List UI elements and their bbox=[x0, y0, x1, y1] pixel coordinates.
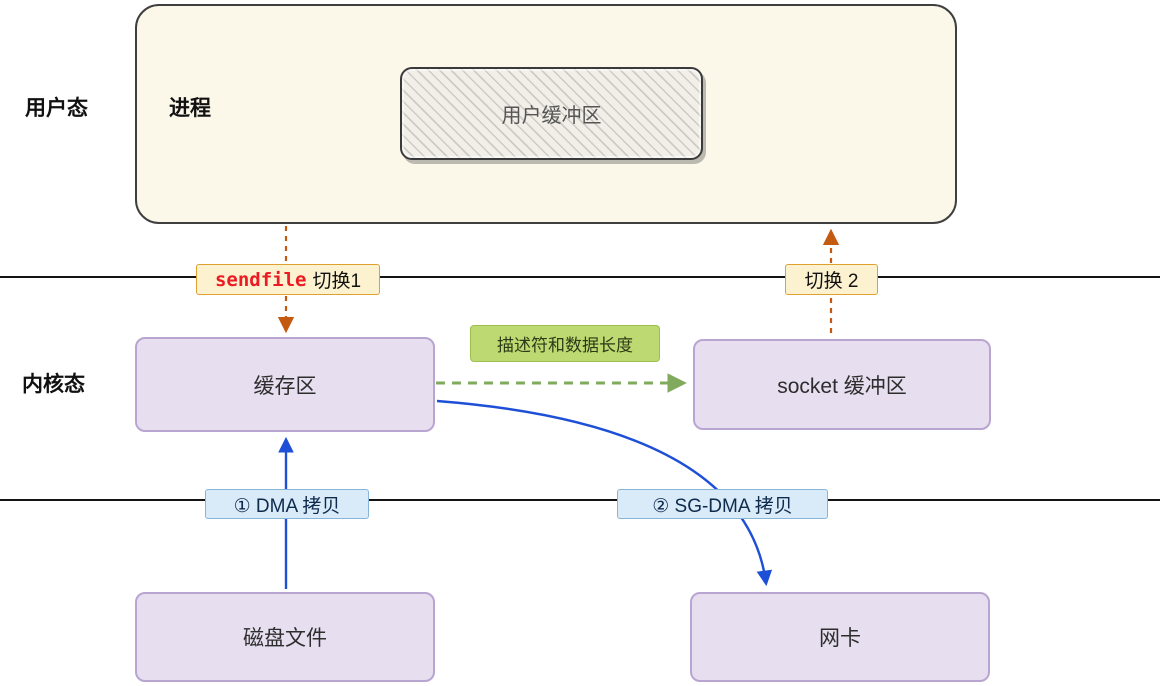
user-buffer-label: 用户缓冲区 bbox=[501, 105, 602, 127]
dma-copy-label: ① DMA 拷贝 bbox=[233, 495, 341, 517]
page-cache-box: 缓存区 bbox=[135, 337, 435, 432]
switch1-label: 切换1 bbox=[312, 271, 362, 292]
arrow-sg-dma-copy bbox=[436, 399, 773, 587]
switch2-annotation: 切换 2 bbox=[785, 264, 878, 295]
user-mode-label: 用户态 bbox=[25, 97, 88, 120]
socket-buffer-box: socket 缓冲区 bbox=[693, 339, 991, 430]
disk-file-box: 磁盘文件 bbox=[135, 592, 435, 682]
descriptor-annotation: 描述符和数据长度 bbox=[470, 325, 660, 362]
switch1-annotation: sendfile 切换1 bbox=[196, 264, 380, 295]
sg-dma-copy-label: ② SG-DMA 拷贝 bbox=[652, 495, 793, 517]
kernel-mode-label: 内核态 bbox=[22, 373, 85, 396]
socket-buffer-label: socket 缓冲区 bbox=[777, 374, 907, 398]
process-label: 进程 bbox=[169, 97, 211, 120]
page-cache-label: 缓存区 bbox=[253, 374, 317, 398]
sg-dma-copy-annotation: ② SG-DMA 拷贝 bbox=[617, 489, 828, 519]
switch2-label: 切换 2 bbox=[804, 271, 859, 292]
nic-box: 网卡 bbox=[690, 592, 990, 682]
user-buffer-box: 用户缓冲区 bbox=[400, 67, 703, 160]
dma-copy-annotation: ① DMA 拷贝 bbox=[205, 489, 369, 519]
descriptor-label: 描述符和数据长度 bbox=[497, 336, 633, 355]
disk-file-label: 磁盘文件 bbox=[243, 627, 327, 650]
sendfile-keyword: sendfile bbox=[214, 268, 307, 291]
nic-label: 网卡 bbox=[819, 627, 861, 650]
